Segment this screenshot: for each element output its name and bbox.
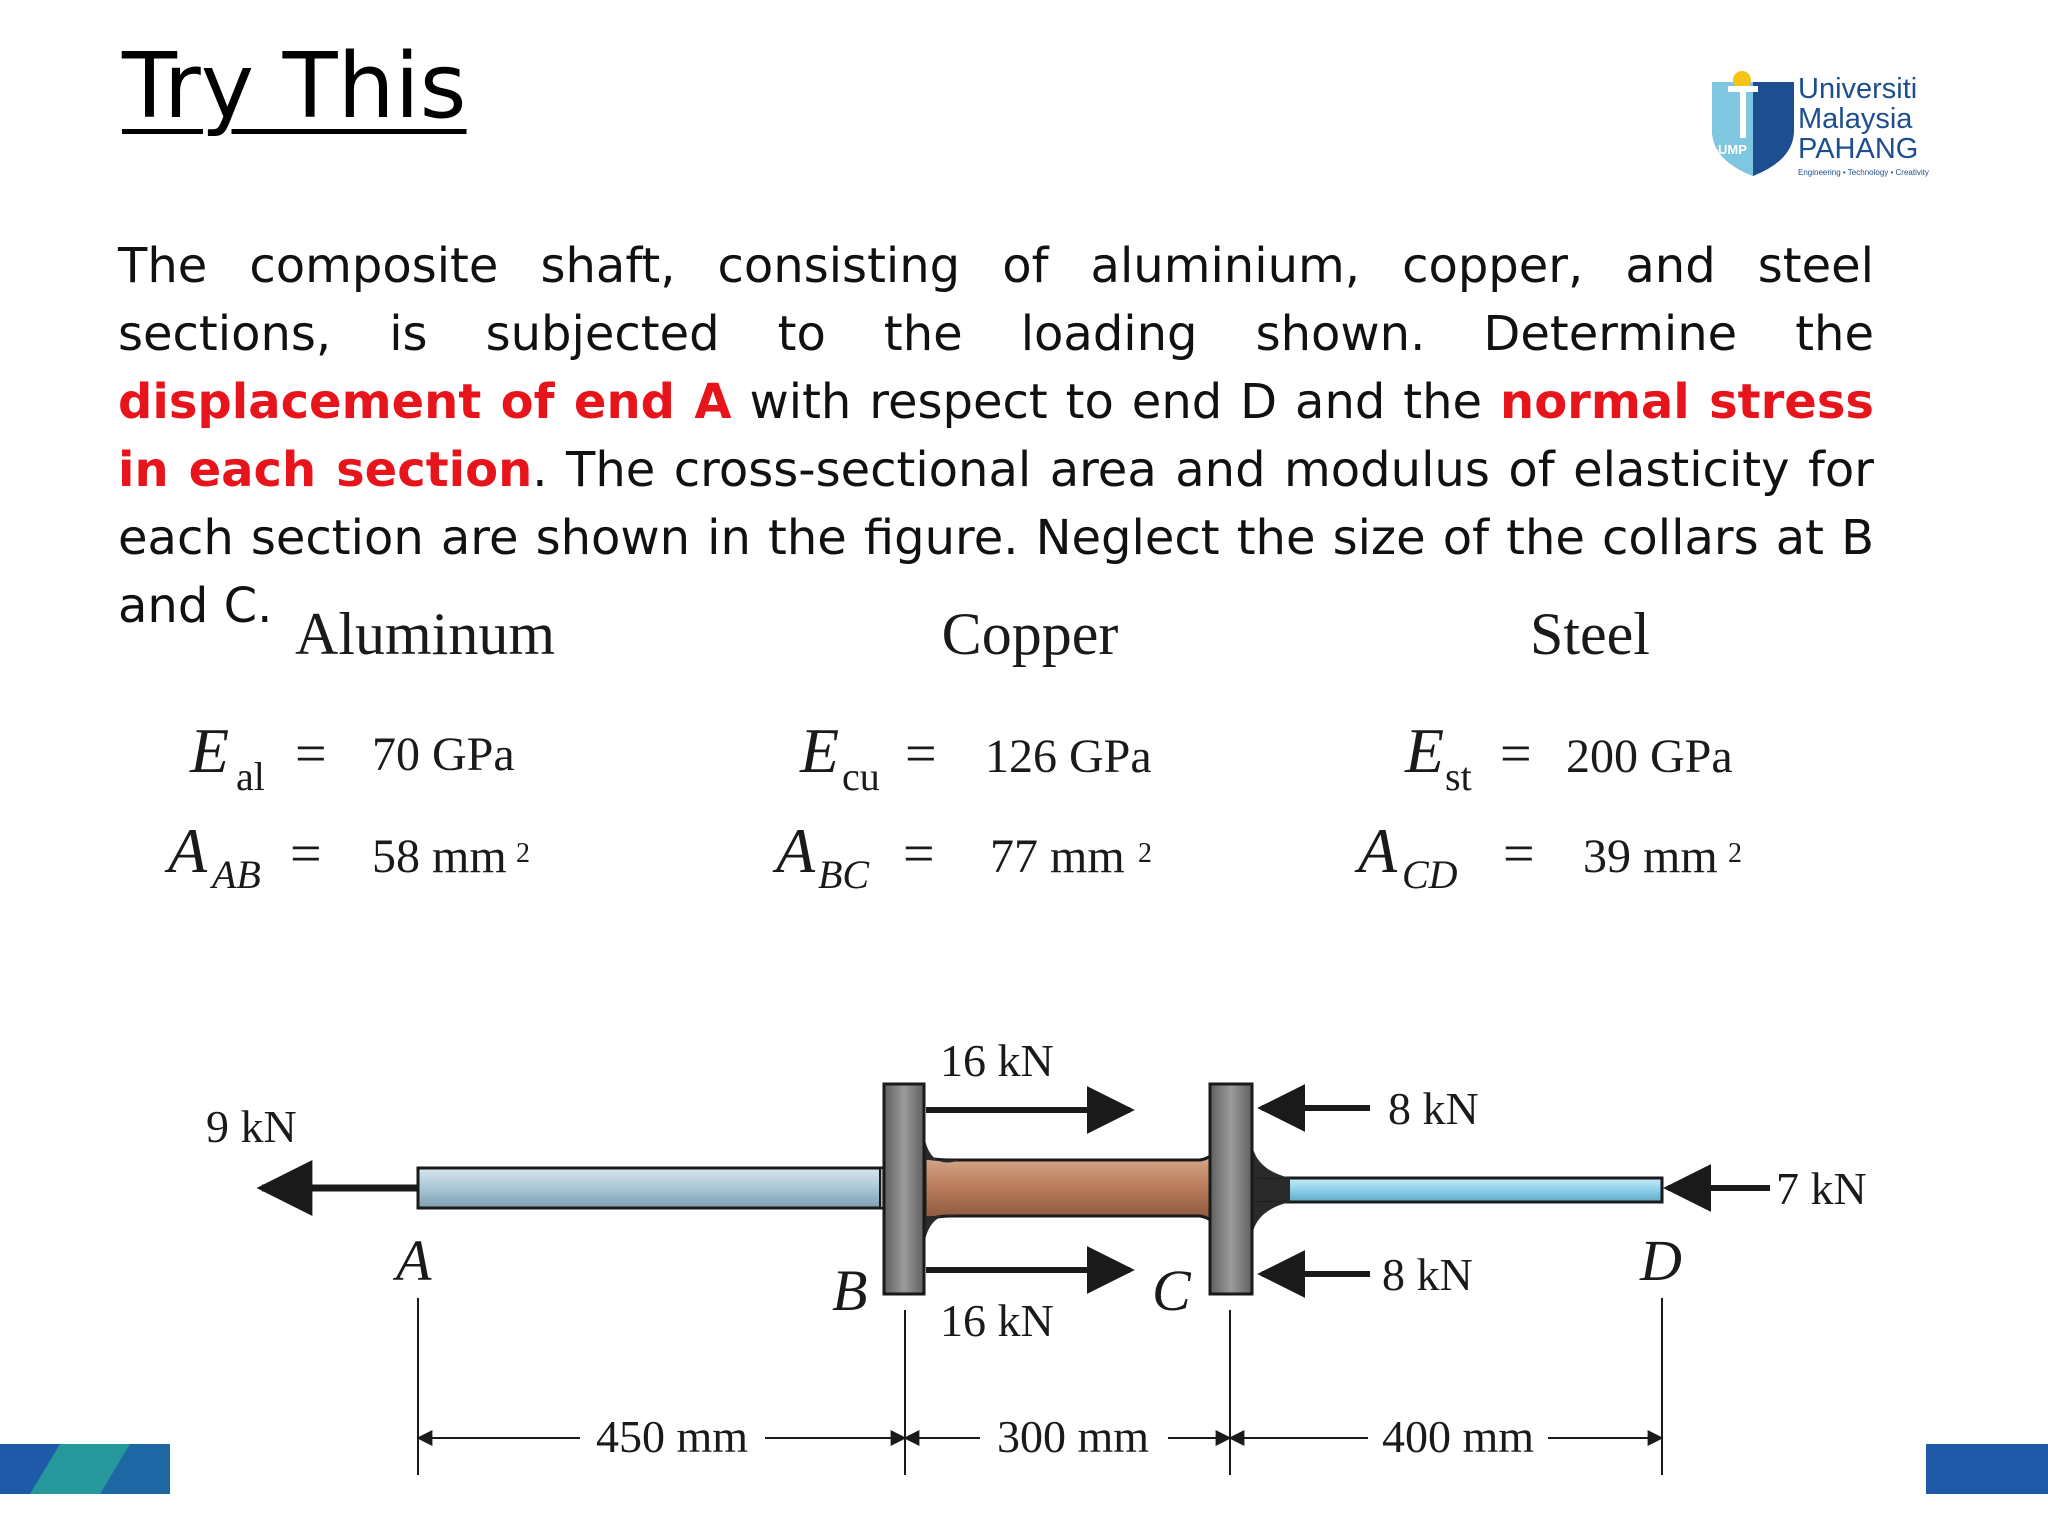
steel-fillet [1252, 1178, 1290, 1202]
svg-text:=: = [905, 723, 937, 785]
problem-text-3: . The cross-sectional area and modulus o… [118, 442, 1875, 634]
load-label-C-bottom: 8 kN [1382, 1249, 1473, 1300]
copper-section [923, 1141, 1224, 1235]
material-name-steel: Steel [1530, 601, 1650, 667]
E-symbol-steel: E [1404, 715, 1444, 786]
A-value-copper: 77 mm [990, 830, 1125, 883]
E-symbol-copper: E [799, 715, 839, 786]
collar-C [1208, 1082, 1254, 1296]
footer-band-left [0, 1444, 170, 1494]
problem-text-1: The composite shaft, consisting of alumi… [118, 238, 1874, 362]
copper-properties: E cu = 126 GPa A BC = 77 mm 2 [772, 715, 1152, 897]
highlight-normal-stress: normal stress in each section [118, 374, 1874, 498]
point-label-B: B [832, 1258, 867, 1323]
point-label-D: D [1639, 1228, 1682, 1293]
aluminum-properties: E al = 70 GPa A AB = 58 mm 2 [164, 715, 530, 897]
svg-text:=: = [290, 823, 322, 885]
E-value-aluminum: 70 GPa [372, 728, 515, 781]
dimension-label-CD: 400 mm [1382, 1411, 1534, 1462]
dimension-label-BC: 300 mm [997, 1411, 1149, 1462]
A-sub-copper: BC [818, 852, 870, 897]
university-logo: UMP Universiti Malaysia PAHANG Engineeri… [1708, 68, 1938, 188]
A-symbol-aluminum: A [164, 815, 208, 886]
material-name-copper: Copper [942, 601, 1119, 667]
material-name-aluminum: Aluminum [295, 601, 555, 667]
steel-properties: E st = 200 GPa A CD = 39 mm 2 [1354, 715, 1742, 897]
A-sup-copper: 2 [1138, 838, 1152, 869]
point-label-C: C [1152, 1258, 1192, 1323]
emblem-text: UMP [1718, 142, 1747, 157]
A-symbol-steel: A [1354, 815, 1398, 886]
E-sub-copper: cu [842, 754, 880, 799]
steel-section [1250, 1176, 1664, 1204]
load-label-C-top: 8 kN [1388, 1083, 1479, 1134]
A-sub-aluminum: AB [209, 852, 261, 897]
E-sub-aluminum: al [236, 754, 265, 799]
svg-text:=: = [903, 823, 935, 885]
highlight-displacement: displacement of end A [118, 374, 732, 430]
E-sub-steel: st [1445, 754, 1472, 799]
load-label-D: 7 kN [1776, 1163, 1867, 1214]
logo-tagline: Engineering • Technology • Creativity [1798, 168, 1929, 177]
load-label-B-top: 16 kN [940, 1035, 1054, 1086]
logo-line-3: PAHANG [1798, 133, 1919, 165]
shaft-figure: Aluminum Copper Steel E al = 70 GPa A AB… [164, 601, 1867, 1475]
dimension-lines [416, 1298, 1664, 1475]
svg-text:=: = [1500, 723, 1532, 785]
A-sub-steel: CD [1402, 852, 1458, 897]
load-label-A: 9 kN [206, 1101, 297, 1152]
A-sup-aluminum: 2 [516, 838, 530, 869]
svg-text:=: = [295, 723, 327, 785]
svg-text:=: = [1503, 823, 1535, 885]
logo-line-1: Universiti [1798, 73, 1918, 105]
E-symbol-aluminum: E [189, 715, 229, 786]
A-value-aluminum: 58 mm [372, 830, 507, 883]
shield-emblem-icon: UMP [1712, 71, 1794, 176]
A-symbol-copper: A [772, 815, 816, 886]
E-value-copper: 126 GPa [985, 730, 1152, 783]
logo-line-2: Malaysia [1798, 103, 1913, 135]
collar-B [882, 1082, 926, 1296]
load-label-B-bottom: 16 kN [940, 1295, 1054, 1346]
A-value-steel: 39 mm [1583, 830, 1718, 883]
aluminum-section [416, 1166, 902, 1210]
A-sup-steel: 2 [1728, 838, 1742, 869]
problem-text-2: with respect to end D and the [731, 374, 1501, 430]
dimension-label-AB: 450 mm [596, 1411, 748, 1462]
E-value-steel: 200 GPa [1566, 730, 1733, 783]
point-label-A: A [392, 1228, 432, 1293]
footer-band-right [1926, 1444, 2048, 1494]
problem-statement: The composite shaft, consisting of alumi… [118, 232, 1874, 640]
slide-title: Try This [122, 34, 467, 139]
